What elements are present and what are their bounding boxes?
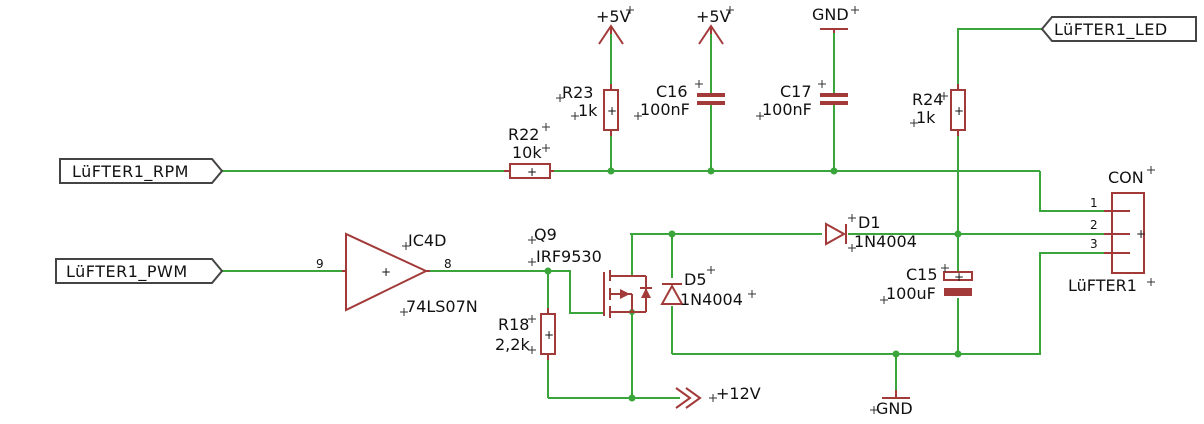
resistor-r24-value: 1k	[916, 108, 936, 127]
supply-gnd-top[interactable]: GND	[812, 5, 849, 33]
diode-d1-name: D1	[858, 213, 881, 232]
junction-dot	[954, 350, 962, 358]
connector-plus: +	[1136, 227, 1146, 241]
resistor-r24-plus: +	[954, 104, 964, 118]
mosfet-q9[interactable]: Q9 IRF9530	[534, 225, 652, 318]
buffer-ic4d-plus: +	[381, 265, 391, 279]
connector-luefter1[interactable]: + 1 2 3 CON LüFTER1	[1068, 168, 1146, 295]
net-label-rpm-text: LüFTER1_RPM	[72, 162, 189, 182]
supply-gnd-top-label: GND	[812, 5, 849, 24]
buffer-ic4d[interactable]: + 9 8 IC4D 74LS07N	[316, 231, 478, 316]
supply-gnd-bottom[interactable]: GND	[876, 390, 913, 418]
resistor-r23-plus: +	[607, 104, 617, 118]
buffer-ic4d-pin-in: 9	[316, 257, 324, 271]
resistor-r23[interactable]: + R23 1k	[562, 83, 619, 136]
connector-pin-1: 1	[1090, 196, 1098, 210]
capacitor-c17-value: 100nF	[762, 100, 812, 119]
net-label-pwm-text: LüFTER1_PWM	[66, 262, 188, 282]
diode-d5-value: 1N4004	[680, 290, 743, 309]
diode-d5[interactable]: D5 1N4004	[660, 270, 743, 309]
supply-12v-label: +12V	[716, 384, 761, 403]
junction-dot	[628, 394, 636, 402]
supply-5v-1[interactable]: +5V	[596, 7, 631, 45]
junction-dot	[607, 167, 615, 175]
buffer-ic4d-value: 74LS07N	[406, 297, 478, 316]
net-label-led[interactable]: LüFTER1_LED	[1040, 16, 1197, 42]
capacitor-c15-value: 100uF	[886, 284, 936, 303]
junction-dot	[544, 267, 552, 275]
connector-pin-2: 2	[1090, 218, 1098, 232]
resistor-r22-name: R22	[508, 125, 539, 144]
resistor-r22-value: 10k	[512, 143, 542, 162]
diode-d1-value: 1N4004	[854, 232, 917, 251]
resistor-r24-name: R24	[912, 90, 943, 109]
capacitor-c15-name: C15	[906, 265, 938, 284]
connector-name: LüFTER1	[1068, 276, 1137, 295]
capacitor-c17-name: C17	[780, 82, 812, 101]
buffer-ic4d-name: IC4D	[408, 231, 446, 250]
resistor-r24[interactable]: + R24 1k	[912, 84, 966, 136]
resistor-r22-plus: +	[527, 165, 537, 179]
capacitor-c16-name: C16	[656, 82, 688, 101]
supply-gnd-bottom-label: GND	[876, 399, 913, 418]
reference-crosses	[400, 6, 1155, 414]
mosfet-q9-value: IRF9530	[536, 247, 602, 266]
capacitor-c15[interactable]: + C15 100uF	[886, 265, 973, 303]
capacitor-c15-plus: +	[954, 270, 964, 284]
capacitor-c17[interactable]: C17 100nF	[762, 82, 848, 119]
junction-dot	[830, 167, 838, 175]
supply-5v-1-label: +5V	[596, 7, 631, 26]
resistor-r22[interactable]: + R22 10k	[504, 125, 554, 179]
junction-dot	[892, 350, 900, 358]
diode-d1[interactable]: D1 1N4004	[825, 213, 917, 251]
resistor-r23-name: R23	[562, 83, 593, 102]
supply-12v[interactable]: +12V	[675, 384, 761, 409]
resistor-r18[interactable]: + R18 2,2k	[495, 308, 556, 360]
junction-dot	[707, 167, 715, 175]
connector-pin-3: 3	[1090, 237, 1098, 251]
wires	[222, 28, 1110, 399]
supply-5v-2[interactable]: +5V	[696, 7, 731, 45]
junctions	[544, 167, 962, 402]
junction-dot	[954, 230, 962, 238]
resistor-r23-value: 1k	[578, 101, 598, 120]
diode-d5-name: D5	[684, 270, 707, 289]
connector-value: CON	[1108, 168, 1144, 187]
resistor-r18-value: 2,2k	[495, 335, 530, 354]
supply-5v-2-label: +5V	[696, 7, 731, 26]
resistor-r18-plus: +	[544, 328, 554, 342]
net-label-rpm[interactable]: LüFTER1_RPM	[59, 158, 224, 184]
capacitor-c16-value: 100nF	[640, 100, 690, 119]
mosfet-q9-name: Q9	[534, 225, 557, 244]
resistor-r18-name: R18	[498, 315, 529, 334]
net-label-led-text: LüFTER1_LED	[1054, 20, 1168, 40]
capacitor-c16[interactable]: C16 100nF	[640, 82, 725, 119]
junction-dot	[668, 230, 676, 238]
buffer-ic4d-pin-out: 8	[444, 257, 452, 271]
net-label-pwm[interactable]: LüFTER1_PWM	[55, 258, 224, 284]
